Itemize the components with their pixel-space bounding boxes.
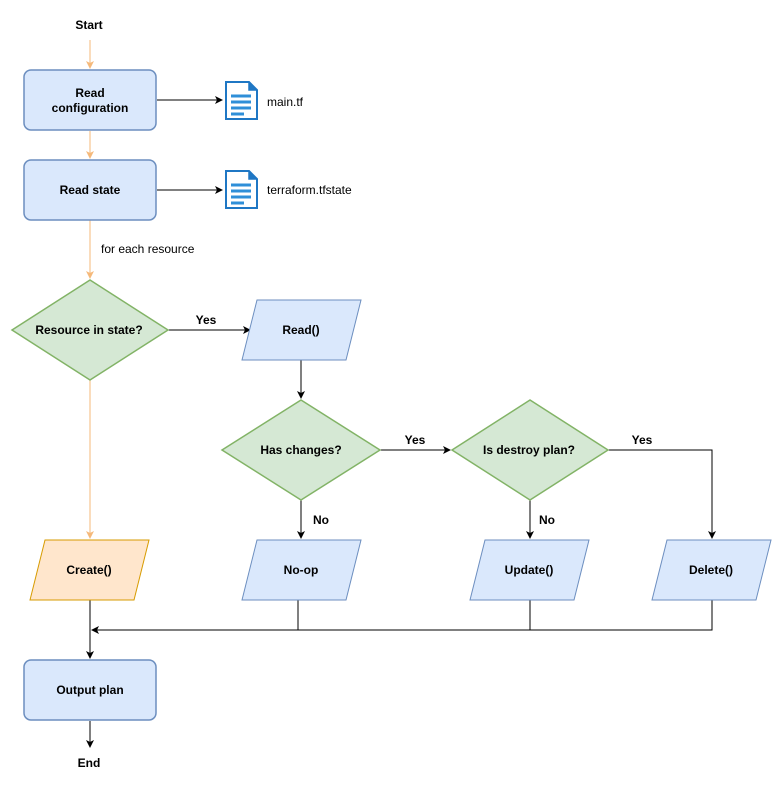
end-label: End [78, 756, 101, 770]
has-changes-decision: Has changes? [220, 399, 382, 501]
delete-fn-node: Delete() [651, 539, 772, 601]
document-icon [225, 81, 258, 120]
create-fn-label: Create() [66, 563, 111, 577]
read-configuration-node: Read configuration [23, 69, 157, 131]
output-plan-label: Output plan [56, 683, 123, 697]
edge-destroy-yes-to-delete [608, 449, 716, 539]
black-connectors [86, 96, 716, 748]
update-fn-node: Update() [469, 539, 590, 601]
update-fn-label: Update() [505, 563, 554, 577]
is-destroy-plan-label: Is destroy plan? [483, 443, 575, 457]
is-destroy-plan-decision: Is destroy plan? [450, 399, 610, 501]
read-state-label: Read state [60, 183, 121, 197]
read-state-node: Read state [23, 159, 157, 221]
has-changes-label: Has changes? [260, 443, 341, 457]
no-op-node: No-op [241, 539, 362, 601]
delete-fn-label: Delete() [689, 563, 733, 577]
main-tf-file: main.tf [225, 81, 304, 120]
start-label: Start [75, 18, 102, 32]
has-changes-no-label: No [313, 513, 329, 527]
main-tf-label: main.tf [267, 95, 304, 109]
no-op-label: No-op [284, 563, 319, 577]
for-each-resource-label: for each resource [101, 242, 195, 256]
tfstate-file: terraform.tfstate [225, 170, 352, 209]
has-changes-yes-label: Yes [405, 433, 426, 447]
resource-in-state-decision: Resource in state? [10, 279, 170, 381]
read-configuration-label-line2: configuration [52, 101, 129, 115]
tfstate-label: terraform.tfstate [267, 183, 352, 197]
read-configuration-label-line1: Read [75, 86, 104, 100]
edge-merge-bus [91, 600, 713, 634]
document-icon [225, 170, 258, 209]
destroy-yes-label: Yes [632, 433, 653, 447]
resource-in-state-label: Resource in state? [35, 323, 142, 337]
read-fn-label: Read() [282, 323, 319, 337]
destroy-no-label: No [539, 513, 555, 527]
resource-yes-label: Yes [196, 313, 217, 327]
create-fn-node: Create() [29, 539, 150, 601]
read-fn-node: Read() [241, 299, 362, 361]
output-plan-node: Output plan [23, 659, 157, 721]
